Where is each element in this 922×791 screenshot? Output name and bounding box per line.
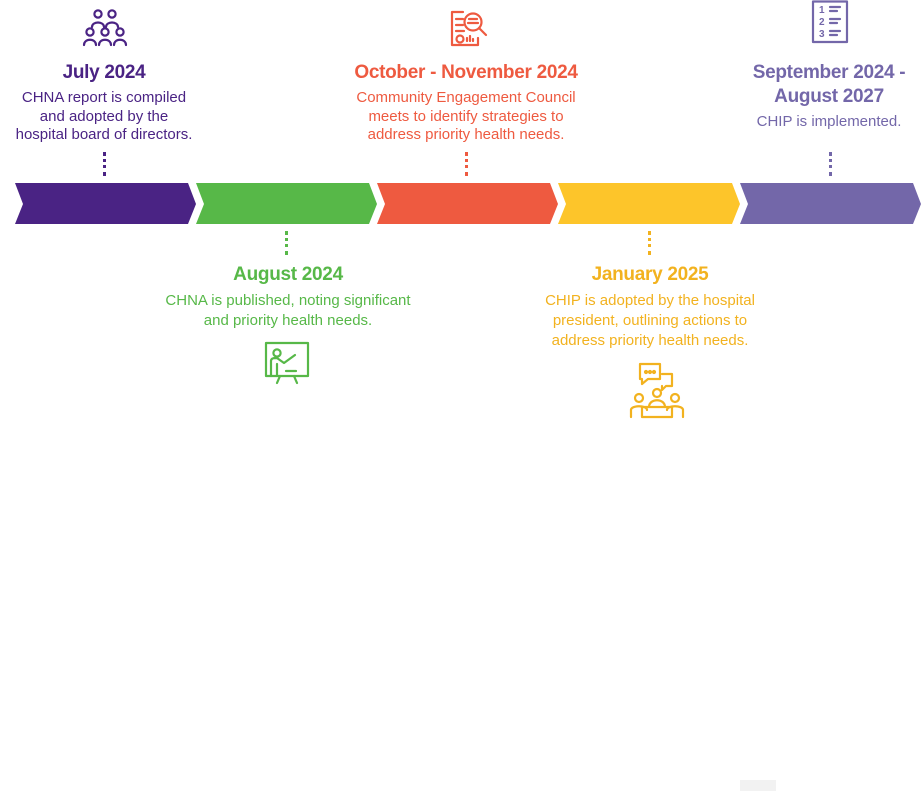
svg-text:2: 2 [819, 17, 825, 28]
timeline-segment-january-2025 [558, 183, 740, 224]
svg-text:1: 1 [819, 5, 825, 16]
report-magnifier-icon [450, 10, 488, 47]
connector-sep-2024-aug-2027 [829, 152, 832, 176]
timeline-segment-oct-nov-2024 [377, 183, 558, 224]
milestone-date: October - November 2024 [354, 62, 578, 83]
meeting-chat-icon [629, 362, 685, 419]
milestone-date: July 2024 [62, 62, 146, 83]
milestone-description: CHIP is adopted by the hospital presiden… [545, 292, 755, 349]
milestone-date: August 2024 [233, 264, 343, 285]
milestone-date: September 2024 - August 2027 [752, 62, 906, 107]
connector-july-2024 [103, 152, 106, 176]
people-group-icon [82, 9, 128, 47]
milestone-description: CHNA is published, noting significant an… [165, 292, 411, 329]
presenter-board-icon [264, 341, 310, 385]
timeline-segment-july-2024 [15, 183, 196, 224]
connector-august-2024 [285, 231, 288, 255]
milestone-sep-2024-aug-2027: September 2024 - August 2027 CHIP is imp… [736, 61, 922, 132]
milestone-oct-nov-2024: October - November 2024 Community Engage… [325, 61, 607, 145]
milestone-date: January 2025 [591, 264, 709, 285]
milestone-january-2025: January 2025 CHIP is adopted by the hosp… [510, 263, 790, 351]
svg-text:3: 3 [819, 29, 825, 40]
milestone-description: Community Engagement Council meets to id… [356, 89, 576, 143]
milestone-august-2024: August 2024 CHNA is published, noting si… [140, 263, 436, 331]
milestone-july-2024: July 2024 CHNA report is compiled and ad… [0, 61, 208, 145]
connector-oct-nov-2024 [465, 152, 468, 176]
timeline-segment-sep-2024-aug-2027 [740, 183, 921, 224]
timeline-segment-august-2024 [196, 183, 377, 224]
milestone-description: CHIP is implemented. [756, 113, 902, 130]
numbered-list-icon: 1 2 3 [811, 0, 849, 44]
background-swatch [740, 780, 776, 791]
connector-january-2025 [648, 231, 651, 255]
milestone-description: CHNA report is compiled and adopted by t… [15, 89, 193, 143]
